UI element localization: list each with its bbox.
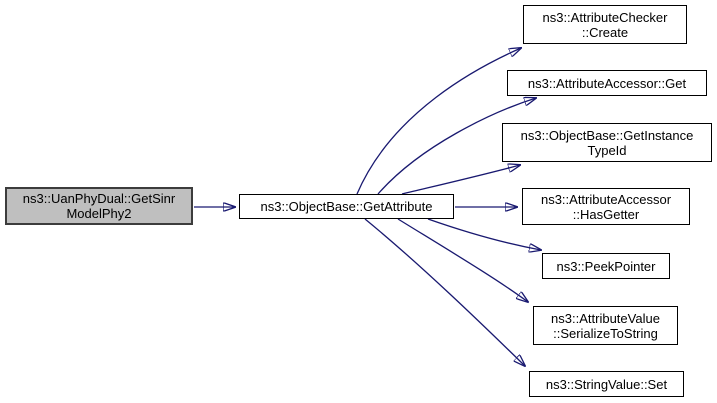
node-label: ns3::AttributeChecker ::Create — [542, 9, 668, 40]
edge-getattribute-to-attributeaccessor-get — [377, 98, 536, 195]
edge-getattribute-to-stringvalue-set — [364, 218, 525, 366]
node-attributeaccessor-hasgetter[interactable]: ns3::AttributeAccessor ::HasGetter — [522, 188, 690, 225]
node-label: ns3::ObjectBase::GetAttribute — [260, 199, 433, 214]
node-label: ns3::AttributeAccessor ::HasGetter — [540, 191, 672, 222]
edge-getattribute-to-getinstancetypeid — [401, 165, 520, 195]
node-attributeaccessor-get[interactable]: ns3::AttributeAccessor::Get — [507, 70, 707, 96]
edge-getattribute-to-attributechecker-create — [356, 48, 521, 195]
node-uanphydual-getsinrmodelphy2: ns3::UanPhyDual::GetSinr ModelPhy2 — [5, 187, 193, 225]
edge-getattribute-to-peekpointer — [427, 218, 541, 250]
node-attributechecker-create[interactable]: ns3::AttributeChecker ::Create — [523, 5, 687, 44]
node-label: ns3::AttributeAccessor::Get — [527, 75, 687, 91]
node-objectbase-getattribute[interactable]: ns3::ObjectBase::GetAttribute — [239, 194, 454, 219]
node-label: ns3::ObjectBase::GetInstance TypeId — [520, 127, 694, 158]
node-stringvalue-set[interactable]: ns3::StringValue::Set — [529, 371, 684, 397]
node-objectbase-getinstancetypeid[interactable]: ns3::ObjectBase::GetInstance TypeId — [502, 123, 712, 162]
edge-getattribute-to-serializetostring — [397, 218, 528, 302]
node-label: ns3::StringValue::Set — [545, 376, 668, 392]
node-attributevalue-serializetostring[interactable]: ns3::AttributeValue ::SerializeToString — [533, 306, 678, 345]
node-label: ns3::PeekPointer — [556, 258, 656, 274]
node-label: ns3::UanPhyDual::GetSinr ModelPhy2 — [22, 191, 176, 221]
node-peekpointer[interactable]: ns3::PeekPointer — [542, 253, 670, 279]
node-label: ns3::AttributeValue ::SerializeToString — [551, 310, 660, 341]
